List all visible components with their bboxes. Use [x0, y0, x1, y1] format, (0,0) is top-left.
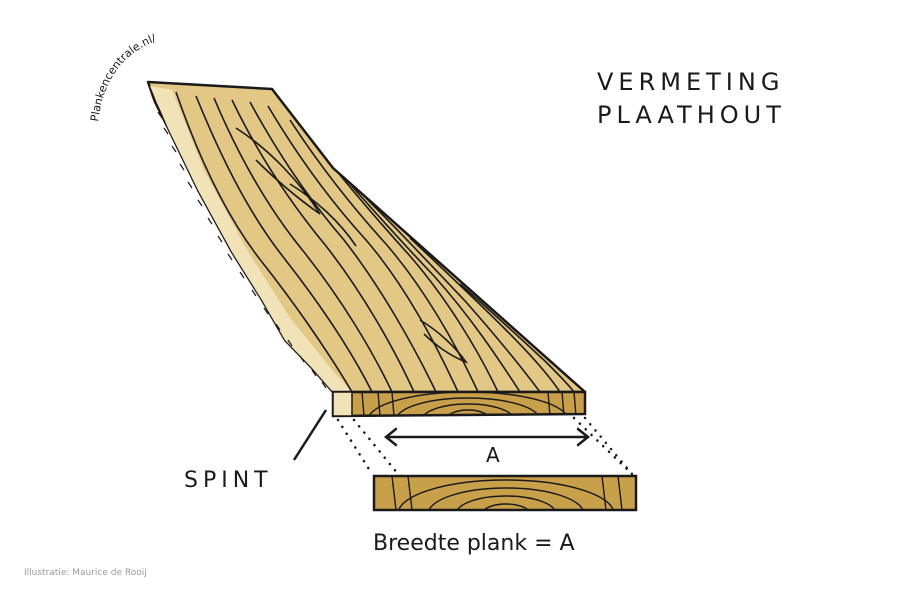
spint-pointer-line [292, 409, 328, 461]
title-line-1: VERMETING [597, 68, 785, 96]
projection-lines [336, 416, 634, 476]
illustration-credit: Illustratie: Maurice de Rooij [24, 568, 147, 578]
board-cross-section [372, 474, 638, 512]
dimension-arrow [383, 427, 591, 447]
diagram-title: VERMETING PLAATHOUT [597, 66, 786, 132]
plank-top-surface [146, 80, 587, 394]
title-line-2: PLAATHOUT [597, 101, 786, 129]
dimension-label: A [486, 443, 500, 467]
site-watermark: Plankencentrale.nl/ [88, 31, 158, 122]
width-formula-label: Breedte plank = A [373, 531, 575, 556]
spint-label: SPINT [184, 468, 273, 493]
plank-end-face [331, 390, 587, 418]
